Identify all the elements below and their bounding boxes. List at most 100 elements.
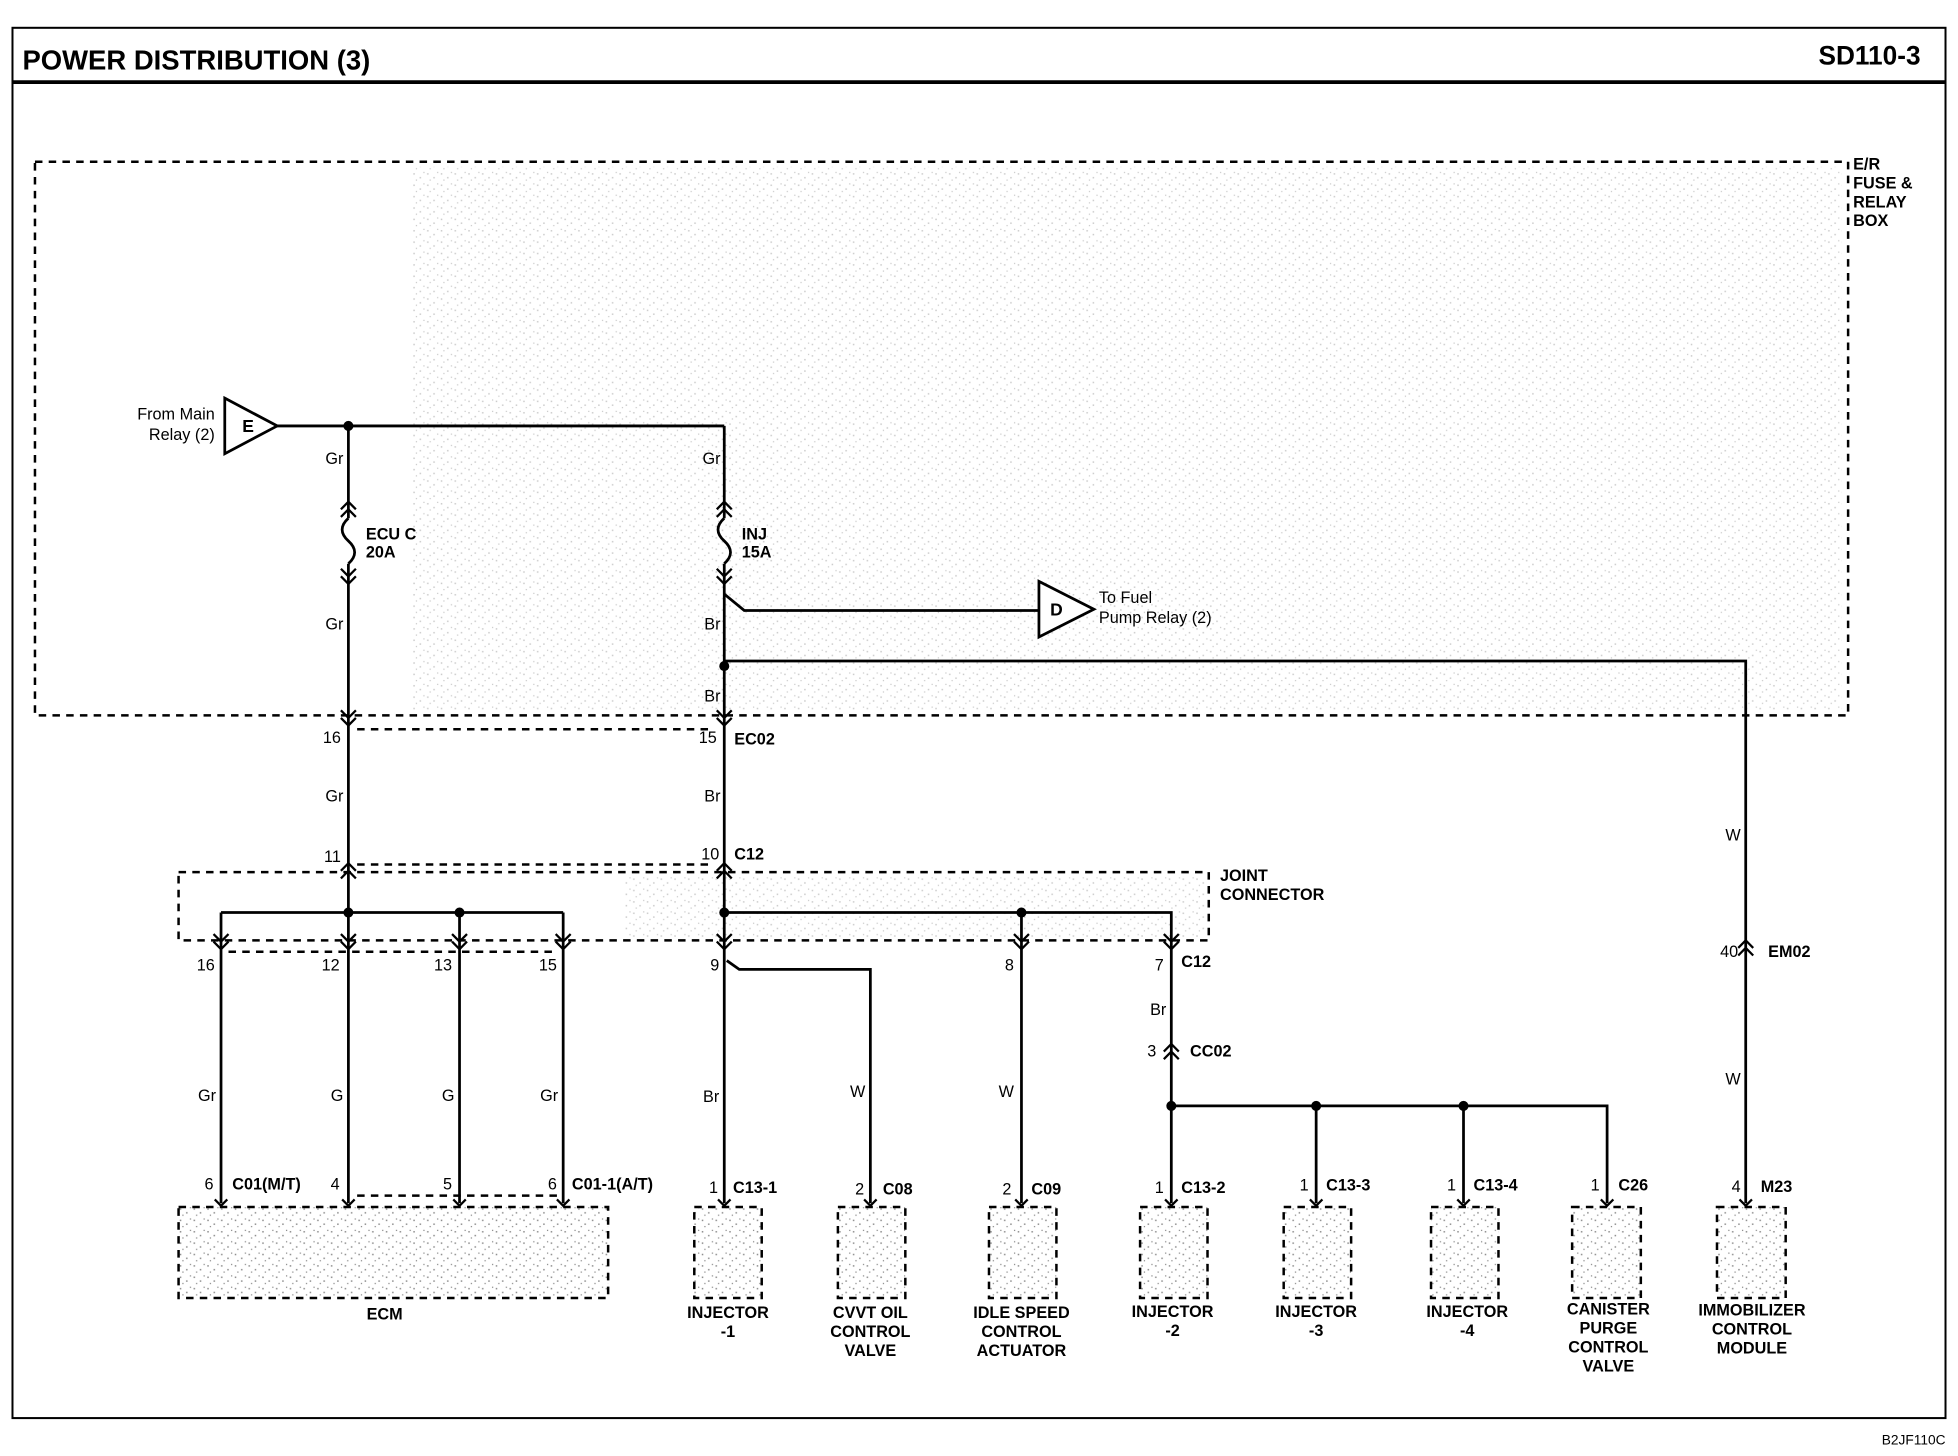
wire-color-ecm-pin6-mt: Gr (198, 1087, 217, 1105)
ecm-box (177, 1205, 610, 1300)
fuse-inj-name: INJ (742, 526, 767, 544)
cvvt-oil-control-valve-pin-number: 2 (855, 1180, 864, 1198)
em02-pin-number: 40 (1720, 943, 1738, 961)
wire-color-ec02-pin16: Gr (325, 787, 344, 805)
injector-2-label: -2 (1165, 1322, 1179, 1340)
wire-color-isca: W (999, 1083, 1015, 1101)
fuse-ecu-c-element (340, 517, 356, 565)
immobilizer-control-module-label: CONTROL (1712, 1321, 1792, 1339)
wire-color-inj-bus: Br (704, 687, 721, 705)
wire-color-cc02-feed: Br (1150, 1001, 1167, 1019)
c12-out-pin-number: 7 (1155, 957, 1164, 975)
injector-2-box (1138, 1205, 1209, 1300)
ecm-terminal (556, 1198, 571, 1208)
injector-1-pin-number: 1 (709, 1179, 718, 1197)
injector-1-terminal (717, 1198, 732, 1208)
immobilizer-control-module-box (1715, 1205, 1787, 1300)
splice-node (1311, 1100, 1322, 1111)
injector-1-label: -1 (721, 1323, 735, 1341)
main-relay-connector-triangle (223, 395, 281, 457)
canister-purge-control-valve-terminal (1600, 1198, 1615, 1208)
wire-immobilizer-feed (724, 659, 1748, 1204)
canister-purge-control-valve-connector-id: C26 (1618, 1176, 1648, 1194)
injector-3-label: INJECTOR (1275, 1303, 1357, 1321)
splice-node (719, 661, 730, 672)
page-code: SD110-3 (1819, 40, 1921, 70)
fuse-ecu-c-name: ECU C (366, 526, 417, 544)
injector-3-terminal (1309, 1198, 1324, 1208)
cvvt-oil-control-valve-box (836, 1205, 907, 1300)
joint-connector-label: JOINT (1220, 867, 1268, 885)
wire-color-immobilizer-feed: W (1725, 826, 1741, 844)
scan-texture (412, 166, 1842, 938)
ecm-pin-number: 5 (443, 1175, 452, 1193)
em02-connector-id: EM02 (1768, 943, 1810, 961)
fuse-relay-box-label: E/R (1853, 155, 1880, 173)
injector-1-box (693, 1205, 763, 1300)
em02-terminal (1737, 938, 1755, 957)
c12-out-pin-number: 9 (710, 957, 719, 975)
ec02-terminal (340, 709, 357, 728)
ecm-terminal (452, 1198, 467, 1208)
wire-fuel-pump-relay (723, 592, 1039, 612)
immobilizer-control-module-label: MODULE (1717, 1340, 1787, 1358)
fuse-ecu-c-rating: 20A (366, 543, 396, 561)
cvvt-oil-control-valve-label: CVVT OIL (833, 1304, 908, 1322)
wire-color-ecu-c-feed: Gr (325, 450, 344, 468)
canister-purge-control-valve-label: CANISTER (1567, 1300, 1650, 1318)
c12-in-terminal (340, 861, 357, 880)
c12-out-terminal (451, 933, 468, 951)
wire-color-ecm-pin4: G (331, 1087, 344, 1105)
fuel-pump-relay-label: To Fuel (1099, 589, 1152, 607)
c12-out-terminal (340, 933, 357, 951)
canister-purge-control-valve-label: PURGE (1579, 1319, 1637, 1337)
wire-cvvt (725, 959, 872, 1204)
injector-4-connector-id: C13-4 (1473, 1176, 1517, 1194)
ecm-label: ECM (367, 1305, 403, 1323)
idle-speed-control-actuator-connector-id: C09 (1031, 1180, 1061, 1198)
c12-in-connector-id: C12 (734, 845, 764, 863)
c12-out-terminal (1163, 933, 1180, 951)
splice-node (343, 420, 354, 431)
injector-1-connector-id: C13-1 (733, 1179, 777, 1197)
injector-4-terminal (1456, 1198, 1471, 1208)
injector-3-box (1282, 1205, 1353, 1300)
ecm-pin-number: 6 (548, 1175, 557, 1193)
injector-4-label: -4 (1460, 1322, 1474, 1340)
page-frame: POWER DISTRIBUTION (3) SD110-3 B2JF110C (11, 26, 1947, 1448)
main-relay-terminal: E (242, 416, 254, 436)
main-relay-label: From Main (137, 406, 215, 424)
immobilizer-control-module-connector-id: M23 (1761, 1178, 1793, 1196)
c12-in-terminal (715, 861, 733, 880)
wire-injector-bus (1171, 1104, 1609, 1204)
fuse-ecu-c-terminal-bottom (340, 567, 357, 586)
wire-color-ec02-pin15: Br (704, 787, 721, 805)
canister-purge-control-valve-pin-number: 1 (1591, 1176, 1600, 1194)
ecm-terminal (341, 1198, 356, 1208)
c12-out-terminal (212, 933, 230, 951)
wire-color-ecm-pin6-at: Gr (540, 1087, 559, 1105)
injector-3-label: -3 (1309, 1322, 1323, 1340)
immobilizer-control-module-pin-number: 4 (1732, 1178, 1741, 1196)
splice-node (1166, 1100, 1177, 1111)
injector-1-label: INJECTOR (687, 1304, 769, 1322)
enclosures (33, 160, 1850, 1197)
ec02-connector-id: EC02 (734, 730, 775, 748)
splice-node (454, 907, 465, 918)
ecm-connector-id: C01-1(A/T) (572, 1175, 653, 1193)
joint-connector-texture (624, 877, 1206, 938)
c12-out-pin-number: 12 (322, 957, 340, 975)
splice-node (343, 907, 354, 918)
c12-out-terminal (715, 933, 733, 951)
fuse-relay-box-label: BOX (1853, 212, 1888, 230)
injector-2-connector-id: C13-2 (1181, 1179, 1225, 1197)
c12-in-pin-number: 11 (324, 848, 341, 866)
canister-purge-control-valve-label: VALVE (1583, 1357, 1635, 1375)
cvvt-oil-control-valve-connector-id: C08 (883, 1180, 913, 1198)
figure-id: B2JF110C (1882, 1432, 1946, 1448)
injector-4-label: INJECTOR (1426, 1303, 1508, 1321)
idle-speed-control-actuator-label: CONTROL (981, 1323, 1061, 1341)
ecm-pin-number: 4 (331, 1175, 340, 1193)
